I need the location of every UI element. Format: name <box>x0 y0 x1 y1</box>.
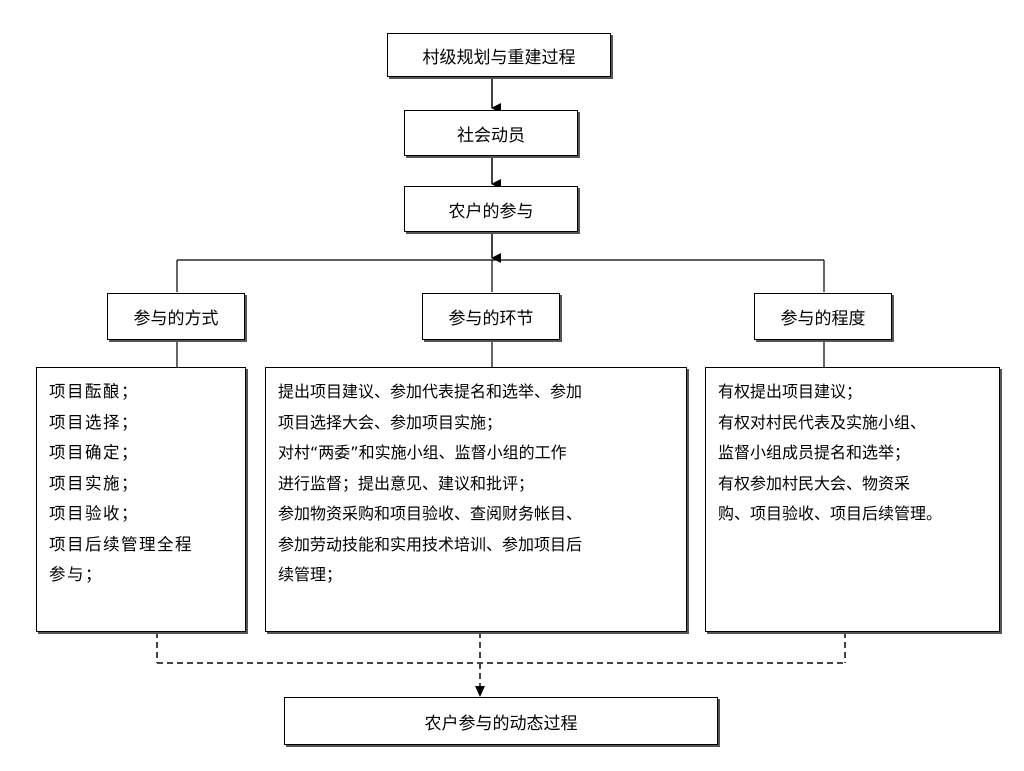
list-item: 项目后续管理全程 <box>49 534 193 554</box>
list-item: 项目选择大会、参加项目实施； <box>278 412 503 432</box>
list-item: 项目酝酿； <box>49 382 139 401</box>
degree-list: 有权提出项目建议； 有权对村民代表及实施小组、 监督小组成员提名和选举； 有权参… <box>705 367 1000 632</box>
list-item: 提出项目建议、参加代表提名和选举、参加 <box>278 382 583 401</box>
list-item: 有权参加村民大会、物资采 <box>718 473 911 493</box>
node-mobilize: 社会动员 <box>404 110 578 156</box>
list-item: 监督小组成员提名和选举； <box>718 443 911 462</box>
node-bottom: 农户参与的动态过程 <box>284 697 718 745</box>
dashed-merge-lines <box>156 632 846 688</box>
list-item: 参与； <box>49 565 103 584</box>
list-item: 项目验收； <box>49 504 139 523</box>
node-degree: 参与的程度 <box>754 293 892 340</box>
list-item: 对村“两委”和实施小组、监督小组的工作 <box>278 443 567 462</box>
list-item: 项目实施； <box>49 473 139 493</box>
node-stage: 参与的环节 <box>422 293 560 340</box>
stage-list: 提出项目建议、参加代表提名和选举、参加 项目选择大会、参加项目实施； 对村“两委… <box>265 367 687 632</box>
list-item: 有权对村民代表及实施小组、 <box>718 412 927 432</box>
list-item: 参加物资采购和项目验收、查阅财务帐目、 <box>278 504 583 523</box>
list-item: 参加劳动技能和实用技术培训、参加项目后 <box>278 534 583 554</box>
mode-list: 项目酝酿； 项目选择； 项目确定； 项目实施； 项目验收； 项目后续管理全程 参… <box>36 367 246 632</box>
node-participation: 农户的参与 <box>404 186 578 232</box>
list-item: 项目确定； <box>49 443 139 462</box>
arrow-to-bottom <box>475 686 485 697</box>
list-item: 购、项目验收、项目后续管理。 <box>718 504 943 523</box>
list-item: 有权提出项目建议； <box>718 382 863 401</box>
node-mode: 参与的方式 <box>107 293 245 340</box>
list-item: 进行监督；提出意见、建议和批评； <box>278 473 535 493</box>
list-item: 续管理； <box>278 565 343 584</box>
node-top: 村级规划与重建过程 <box>387 33 611 77</box>
list-item: 项目选择； <box>49 412 139 432</box>
